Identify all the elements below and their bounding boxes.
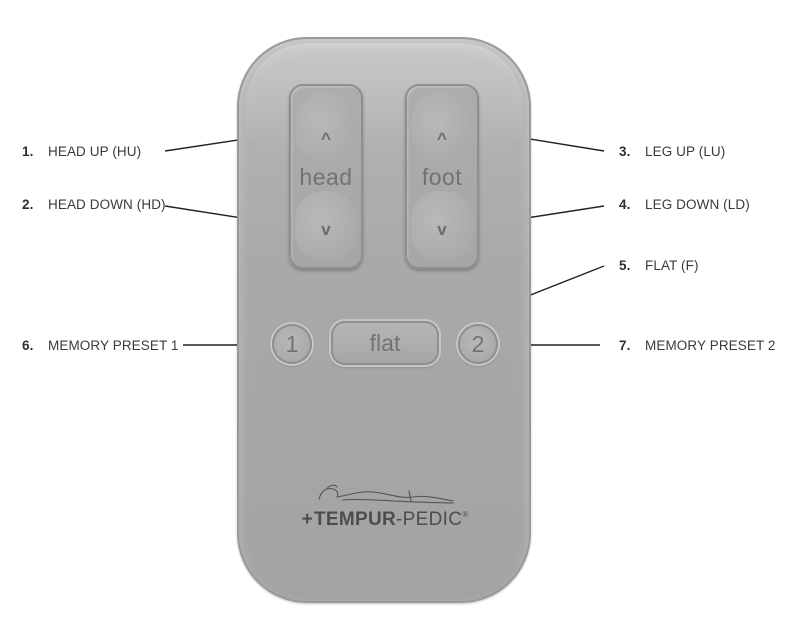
chevron-up-icon: ^: [437, 129, 447, 148]
sleeping-figure-icon: [318, 484, 454, 504]
brand-suffix: -PEDIC: [396, 509, 463, 530]
brand-name: TEMPUR: [313, 509, 397, 530]
chevron-down-icon: v: [437, 220, 447, 239]
chevron-up-icon: ^: [321, 129, 331, 148]
head-rocker: ^ v head: [289, 84, 363, 269]
head-down-button[interactable]: v: [295, 191, 357, 261]
remote-sheen: [245, 43, 523, 153]
callout-number: 5.: [619, 258, 631, 273]
callout-number: 3.: [619, 144, 631, 159]
head-up-button[interactable]: ^: [295, 92, 357, 162]
registered-mark: ®: [462, 510, 469, 519]
callout-number: 2.: [22, 197, 34, 212]
plus-icon: +: [301, 509, 313, 530]
callout-flat: 5. FLAT (F): [619, 258, 699, 273]
callout-head-up: 1. HEAD UP (HU): [22, 144, 141, 159]
callout-leg-down: 4. LEG DOWN (LD): [619, 197, 750, 212]
callout-text: LEG UP (LU): [645, 144, 726, 159]
memory-preset-1-button[interactable]: 1: [272, 324, 312, 364]
foot-rocker-label: foot: [421, 164, 463, 190]
chevron-down-icon: v: [321, 220, 331, 239]
callout-text: HEAD UP (HU): [48, 144, 142, 159]
callout-head-down: 2. HEAD DOWN (HD): [22, 197, 166, 212]
brand-wordmark: +TEMPUR-PEDIC®: [295, 509, 475, 531]
callout-text: MEMORY PRESET 1: [48, 338, 179, 353]
remote-control: ^ v head ^ v foot 1 flat 2 +TEMPUR-PED: [237, 37, 531, 603]
foot-rocker: ^ v foot: [405, 84, 479, 269]
callout-number: 1.: [22, 144, 34, 159]
callout-text: LEG DOWN (LD): [645, 197, 750, 212]
flat-button[interactable]: flat: [331, 321, 439, 365]
callout-memory-preset-1: 6. MEMORY PRESET 1: [22, 338, 179, 353]
callout-number: 4.: [619, 197, 631, 212]
callout-number: 6.: [22, 338, 34, 353]
head-rocker-label: head: [299, 164, 353, 190]
leg-down-button[interactable]: v: [411, 191, 473, 261]
callout-text: HEAD DOWN (HD): [48, 197, 166, 212]
callout-text: MEMORY PRESET 2: [645, 338, 776, 353]
callout-leg-up: 3. LEG UP (LU): [619, 144, 725, 159]
brand-logo: +TEMPUR-PEDIC®: [295, 477, 475, 537]
memory-preset-2-button[interactable]: 2: [458, 324, 498, 364]
callout-text: FLAT (F): [645, 258, 699, 273]
callout-number: 7.: [619, 338, 631, 353]
leg-up-button[interactable]: ^: [411, 92, 473, 162]
callout-memory-preset-2: 7. MEMORY PRESET 2: [619, 338, 776, 353]
